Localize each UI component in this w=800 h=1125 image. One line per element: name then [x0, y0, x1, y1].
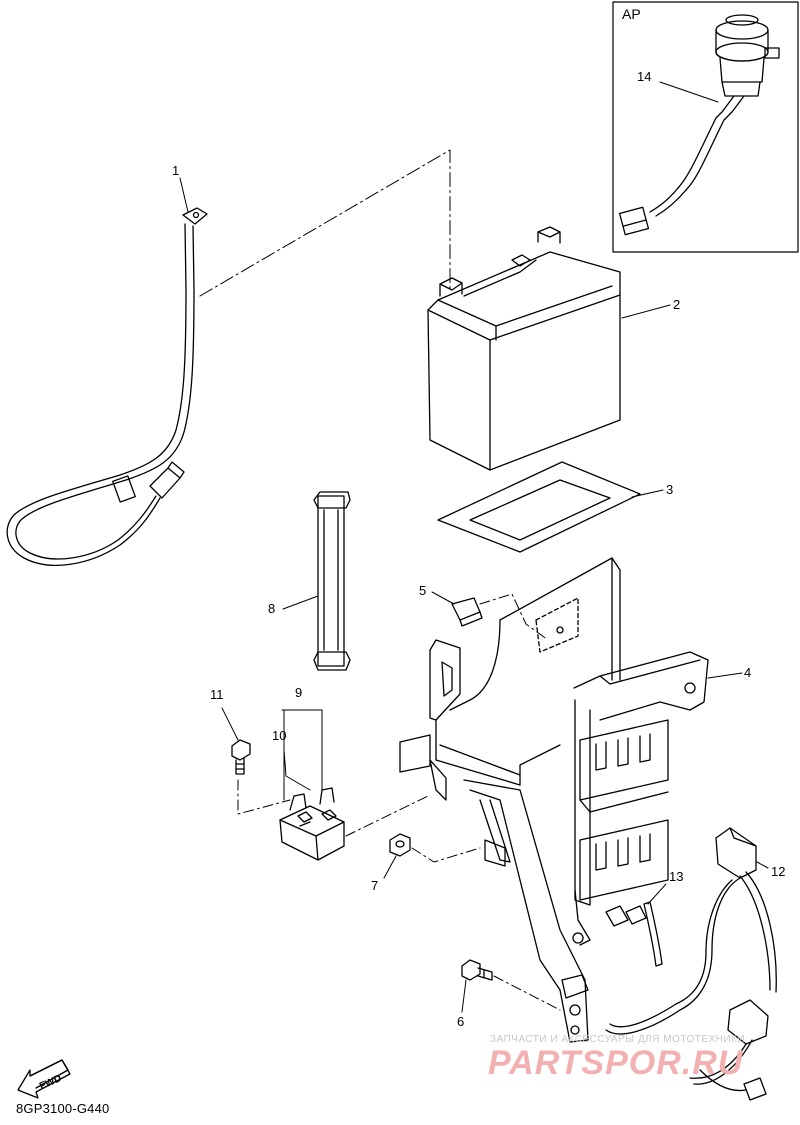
accessory-socket-part-14 — [618, 14, 780, 236]
clip-part-5 — [451, 597, 483, 627]
callout-14: 14 — [637, 69, 652, 84]
leader-part-12 — [756, 861, 769, 869]
leader-part-11 — [221, 707, 239, 741]
sub-harness-part-12 — [605, 827, 777, 1101]
watermark-brand: PARTSPOR.RU — [488, 1044, 744, 1082]
leader-part-4 — [707, 672, 743, 679]
callout-1: 1 — [172, 163, 180, 178]
fwd-label: FWD — [38, 1073, 63, 1092]
callout-12: 12 — [771, 864, 786, 879]
variant-box-label: AP — [622, 6, 641, 22]
ap-inset-frame — [612, 1, 799, 253]
callout-11: 11 — [210, 687, 224, 702]
leader-bolt-mount — [493, 975, 561, 1011]
battery-strap-part-8 — [313, 491, 351, 671]
callout-3: 3 — [666, 482, 674, 497]
fuse-lead-part-13 — [605, 901, 663, 967]
leader-part-5 — [431, 591, 455, 605]
leader-part-3 — [631, 489, 664, 498]
battery-bracket-part-4 — [399, 557, 709, 1043]
leader-part-8 — [282, 595, 319, 610]
callout-2: 2 — [673, 297, 681, 312]
leader-part-6 — [461, 979, 467, 1013]
bolt-part-6 — [461, 959, 493, 981]
watermark-subtitle: ЗАПЧАСТИ И АКСЕССУАРЫ ДЛЯ МОТОТЕХНИКИ — [490, 1034, 746, 1045]
callout-8: 8 — [268, 601, 276, 616]
callout-6: 6 — [457, 1014, 465, 1029]
callout-4: 4 — [744, 665, 752, 680]
drawing-code: 8GP3100-G440 — [16, 1101, 110, 1116]
leader-part-13 — [647, 883, 667, 905]
leader-part-2 — [621, 304, 671, 319]
callout-7: 7 — [371, 878, 379, 893]
bolt-part-11 — [231, 739, 251, 775]
callout-9: 9 — [295, 685, 303, 700]
nut-part-7 — [389, 833, 411, 857]
leader-part-1 — [179, 177, 189, 213]
leader-part-14 — [659, 81, 719, 103]
leader-part-10 — [283, 749, 311, 791]
wire-lead-part-1 — [6, 149, 451, 566]
leader-part-7 — [383, 855, 397, 879]
starter-relay-part-9 — [279, 787, 345, 861]
battery-part-2 — [427, 226, 621, 471]
battery-pad-part-3 — [437, 461, 641, 553]
fwd-arrow-icon — [17, 1059, 71, 1099]
leader-relay-mount — [237, 779, 431, 837]
callout-13: 13 — [669, 869, 684, 884]
callout-10: 10 — [272, 728, 287, 743]
leader-nut-mount — [411, 847, 481, 863]
callout-5: 5 — [419, 583, 427, 598]
